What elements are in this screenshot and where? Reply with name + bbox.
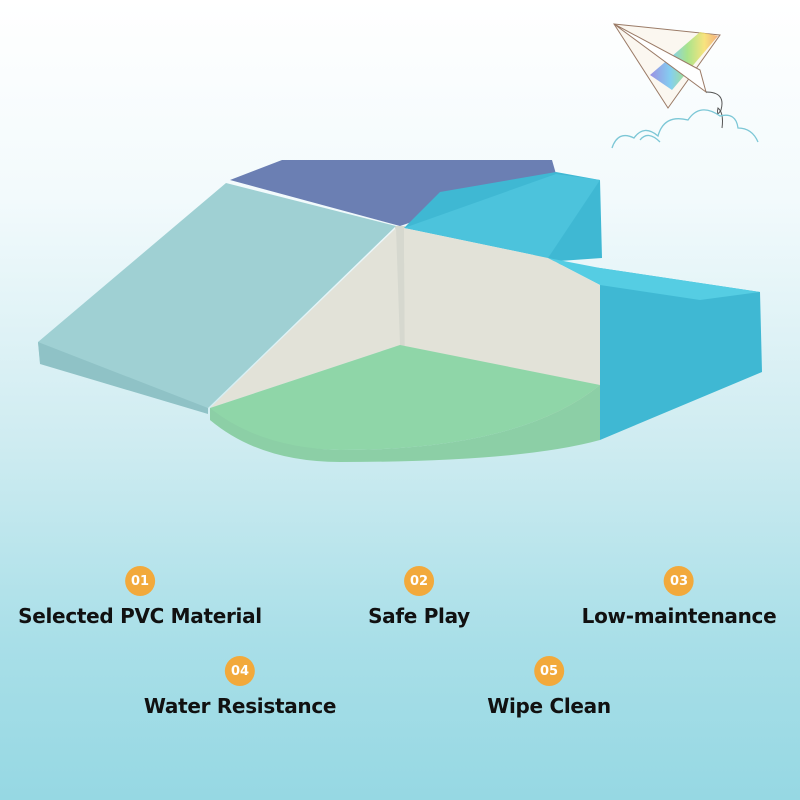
feature-number-badge: 03 xyxy=(664,566,694,596)
feature-number-badge: 01 xyxy=(124,566,155,596)
blue-square-block xyxy=(230,160,556,226)
feature-label: Wipe Clean xyxy=(487,694,611,718)
feature-label: Selected PVC Material xyxy=(18,604,262,628)
feature-label: Water Resistance xyxy=(143,694,337,718)
feature-number-badge: 05 xyxy=(534,656,564,686)
paper-plane-icon xyxy=(613,23,723,129)
feature-low-maintenance: 03 Low-maintenance xyxy=(582,566,777,628)
quarter-circle-block xyxy=(210,345,600,462)
feature-selected-pvc-material: 01 Selected PVC Material xyxy=(18,566,262,628)
feature-safe-play: 02 Safe Play xyxy=(368,566,470,628)
feature-label: Low-maintenance xyxy=(581,604,777,628)
clouds-icon xyxy=(611,109,759,149)
feature-water-resistance: 04 Water Resistance xyxy=(144,656,336,718)
feature-label: Safe Play xyxy=(368,604,470,628)
feature-number-badge: 02 xyxy=(404,566,434,596)
feature-wipe-clean: 05 Wipe Clean xyxy=(487,656,611,718)
slope-block xyxy=(38,183,400,414)
feature-number-badge: 04 xyxy=(225,656,255,686)
